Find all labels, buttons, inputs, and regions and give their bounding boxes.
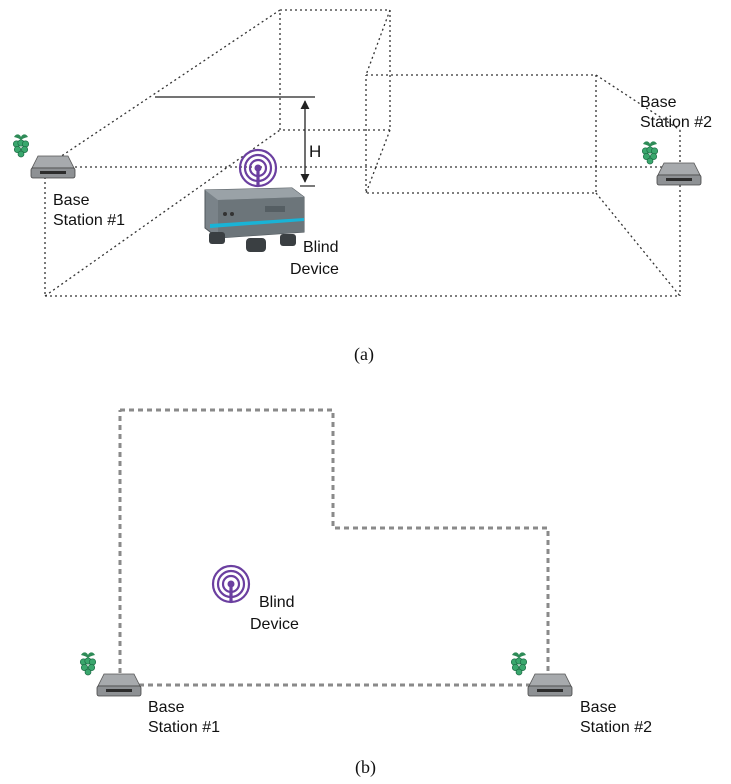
panel-b: Base Station #1 Base Station #2 Blind De… (79, 408, 652, 778)
wireless-signal-icon (211, 564, 251, 604)
raspberry-pi-icon (510, 652, 528, 676)
base-station-icon (527, 673, 573, 697)
robot-device-icon (204, 187, 305, 252)
wireless-signal-icon (238, 148, 278, 188)
raspberry-pi-icon (641, 141, 659, 165)
base-station-1-label-line1: Base (148, 699, 185, 716)
room-wireframe (44, 9, 681, 297)
base-station-icon (656, 162, 702, 186)
blind-device-label-line1: Blind (259, 594, 295, 611)
blind-device-label-line2: Device (250, 616, 299, 633)
height-label: H (309, 142, 321, 161)
base-station-icon (96, 673, 142, 697)
base-station-1-label-line2: Station #1 (148, 719, 220, 736)
raspberry-pi-icon (12, 134, 30, 158)
blind-device-label-line2: Device (290, 261, 339, 278)
raspberry-pi-icon (79, 652, 97, 676)
panel-a: H Base Station #1 Base Station #2 Blind … (12, 9, 712, 365)
base-station-2-label-line1: Base (640, 94, 677, 111)
blind-device-label-line1: Blind (303, 239, 339, 256)
base-station-2-label-line1: Base (580, 699, 617, 716)
panel-a-caption: (a) (354, 344, 374, 365)
base-station-1-label-line1: Base (53, 192, 90, 209)
base-station-icon (30, 155, 76, 179)
base-station-2-label-line2: Station #2 (640, 114, 712, 131)
base-station-1-label-line2: Station #1 (53, 212, 125, 229)
floor-plan-boundary (118, 408, 550, 687)
panel-b-caption: (b) (355, 757, 376, 778)
base-station-2-label-line2: Station #2 (580, 719, 652, 736)
